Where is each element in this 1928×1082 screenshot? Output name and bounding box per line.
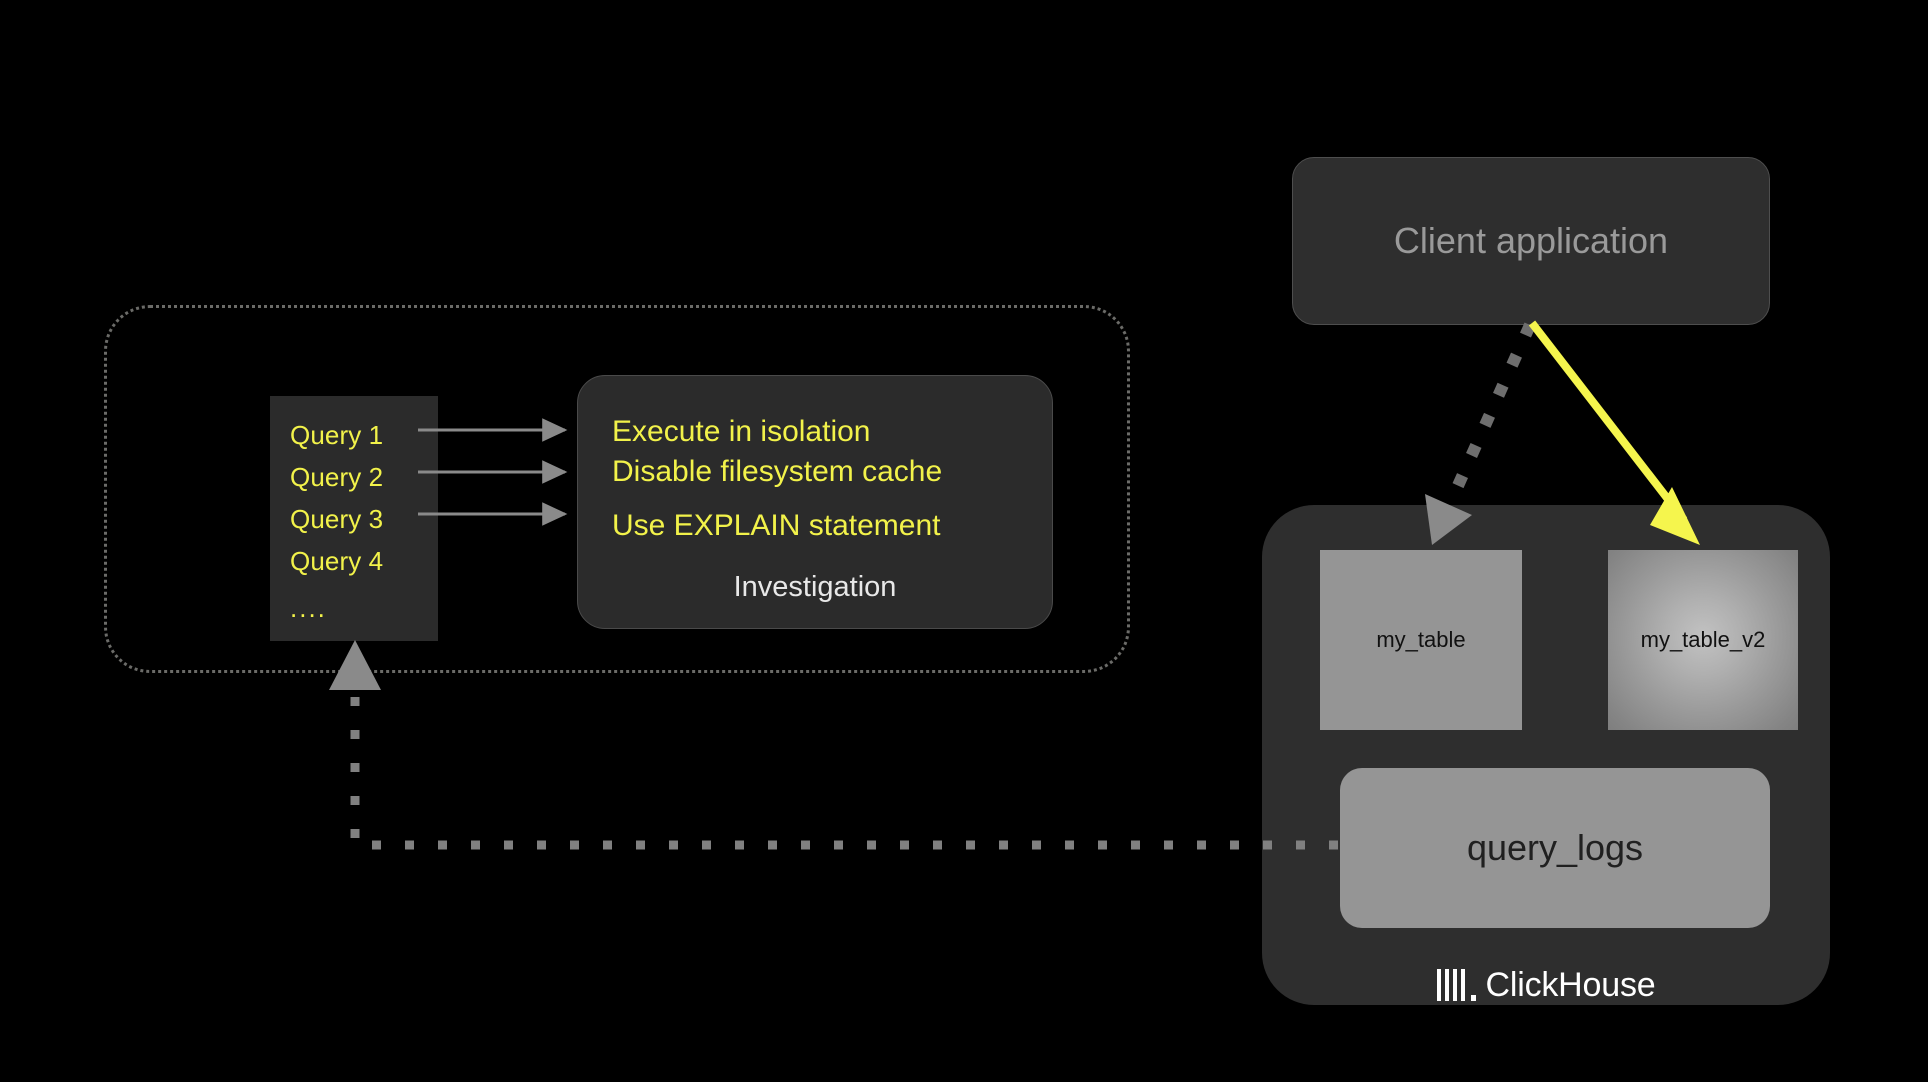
investigation-region-boundary	[104, 305, 1130, 673]
investigation-box-title: Investigation	[733, 571, 897, 603]
table-my-table-label: my_table	[1376, 627, 1466, 652]
query-list-item: Query 1	[290, 420, 384, 450]
query-list-item: Query 3	[290, 504, 384, 534]
table-query-logs: query_logs	[1340, 768, 1770, 928]
clickhouse-mark-icon	[1436, 969, 1476, 1001]
query-list-item: Query 2	[290, 462, 384, 492]
investigation-box: Execute in isolation Disable filesystem …	[577, 375, 1053, 629]
query-list-panel: Query 1 Query 2 Query 3 Query 4 ....	[270, 396, 438, 641]
investigation-step: Execute in isolation	[612, 415, 871, 448]
clickhouse-logo: ClickHouse	[1262, 960, 1830, 1010]
investigation-step: Disable filesystem cache	[612, 455, 943, 488]
client-application-label: Client application	[1393, 220, 1669, 261]
table-my-table: my_table	[1320, 550, 1522, 730]
spacer	[612, 492, 1052, 506]
investigation-step: Use EXPLAIN statement	[612, 509, 941, 542]
clickhouse-wordmark: ClickHouse	[1485, 965, 1656, 1004]
client-application-box: Client application	[1292, 157, 1770, 325]
query-list-ellipsis: ....	[290, 593, 327, 623]
table-my-table-v2-label: my_table_v2	[1640, 627, 1766, 652]
table-my-table-v2: my_table_v2	[1608, 550, 1798, 730]
table-query-logs-label: query_logs	[1466, 827, 1644, 868]
query-list-item: Query 4	[290, 546, 384, 576]
